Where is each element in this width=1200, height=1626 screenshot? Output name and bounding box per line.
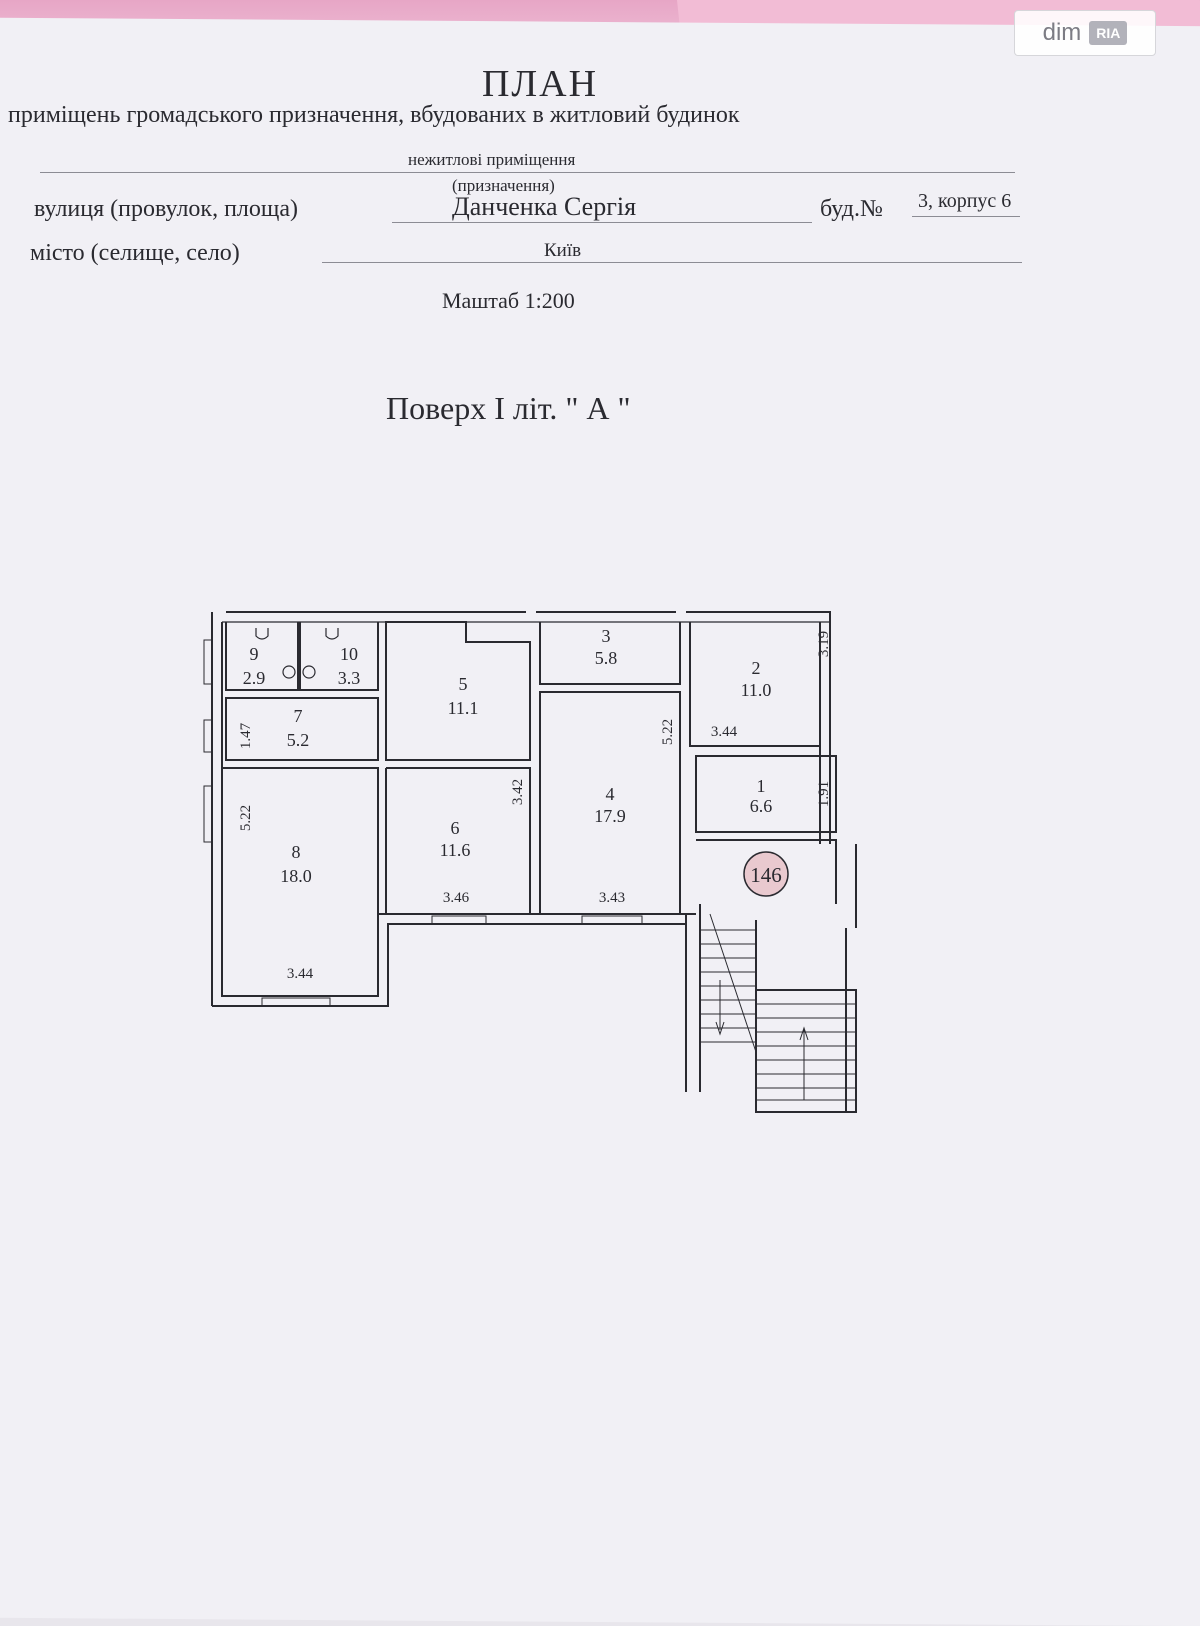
room-10-walls (299, 622, 379, 691)
dim-room2-width: 3.44 (711, 724, 738, 740)
purpose-line (40, 172, 1015, 173)
room-4-number: 4 (606, 784, 615, 804)
page-subtitle: приміщень громадського призначення, вбуд… (8, 102, 740, 128)
dim-room2-height: 3.19 (816, 631, 832, 657)
windows (203, 639, 643, 1007)
watermark-ria: RIA (1089, 21, 1128, 45)
building-line (912, 216, 1020, 217)
floor-title: Поверх І літ. " А " (386, 390, 631, 426)
dim-room6-height: 3.42 (510, 779, 526, 805)
dim-room4-height: 5.22 (660, 719, 676, 745)
room-6-walls (386, 767, 531, 914)
plan-line (799, 1026, 809, 1041)
purpose-caption: (призначення) (452, 176, 555, 195)
plan-line (709, 913, 757, 1053)
room-3-area: 5.8 (595, 648, 618, 668)
scale-label: Маштаб 1:200 (442, 288, 575, 313)
room-1-walls (695, 755, 837, 833)
plan-line (282, 665, 296, 679)
city-value: Київ (544, 240, 582, 261)
stair-treads (700, 913, 856, 1101)
dim-room8-width: 3.44 (287, 966, 314, 982)
plan-line (581, 915, 643, 925)
room-2-area: 11.0 (741, 680, 772, 700)
room-1-area: 6.6 (750, 796, 773, 816)
room-10-number: 10 (340, 644, 358, 664)
dim-room1-height: 1.91 (816, 781, 832, 807)
room-7-number: 7 (294, 706, 303, 726)
watermark-dim: dim (1042, 19, 1082, 46)
street-value: Данченка Сергія (452, 192, 637, 221)
stair-flight-right (755, 989, 857, 1113)
room-9-area: 2.9 (243, 668, 266, 688)
plan-line (261, 997, 331, 1007)
room-6-number: 6 (451, 818, 460, 838)
building-value: 3, корпус 6 (918, 190, 1012, 212)
room-9-walls (225, 622, 299, 691)
room-4-walls (539, 691, 681, 915)
plan-line (302, 665, 316, 679)
room-4-area: 17.9 (594, 806, 626, 826)
room-5-walls (385, 621, 531, 761)
room-10-area: 3.3 (338, 668, 361, 688)
dim-room6-width: 3.46 (443, 890, 470, 906)
stair-number: 146 (750, 863, 782, 887)
city-label: місто (селище, село) (30, 240, 240, 266)
outer-wall-bottom (212, 923, 686, 1007)
stair-number-circle (743, 851, 789, 897)
street-label: вулиця (провулок, площа) (34, 196, 299, 222)
plan-line (211, 611, 857, 1113)
room-2-walls (689, 622, 820, 747)
room-6-area: 11.6 (440, 840, 471, 860)
plan-line (203, 785, 213, 843)
room-7-area: 5.2 (287, 730, 310, 750)
plan-line (325, 628, 339, 640)
room-8-walls (222, 767, 379, 996)
room-8-number: 8 (292, 842, 301, 862)
toilet-icons (255, 628, 339, 679)
plan-line (715, 1021, 725, 1036)
room-8-area: 18.0 (280, 866, 312, 886)
room-7-walls (225, 697, 379, 761)
dim-room8-height: 5.22 (238, 805, 254, 831)
watermark-logo: dim RIA (1014, 10, 1156, 56)
purpose-value: нежитлові приміщення (408, 150, 576, 169)
plan-line (255, 628, 269, 640)
room-9-number: 9 (250, 644, 259, 664)
room-2-number: 2 (752, 658, 761, 678)
outer-wall-top (226, 611, 831, 844)
dim-room7-height: 1.47 (238, 722, 254, 749)
plan-line (431, 915, 487, 925)
building-label: буд.№ (820, 196, 883, 222)
room-3-number: 3 (602, 626, 611, 646)
plan-line (203, 719, 213, 753)
stair-wall-right (845, 844, 857, 1112)
street-line (392, 222, 812, 223)
plan-line (203, 639, 213, 685)
city-line (322, 262, 1022, 263)
dim-room4-width: 3.43 (599, 890, 625, 906)
page-title: ПЛАН (481, 63, 599, 105)
room-1-number: 1 (757, 776, 766, 796)
landing-walls (696, 839, 837, 904)
room-5-number: 5 (459, 674, 468, 694)
room-3-walls (539, 622, 681, 685)
room-5-area: 11.1 (448, 698, 479, 718)
